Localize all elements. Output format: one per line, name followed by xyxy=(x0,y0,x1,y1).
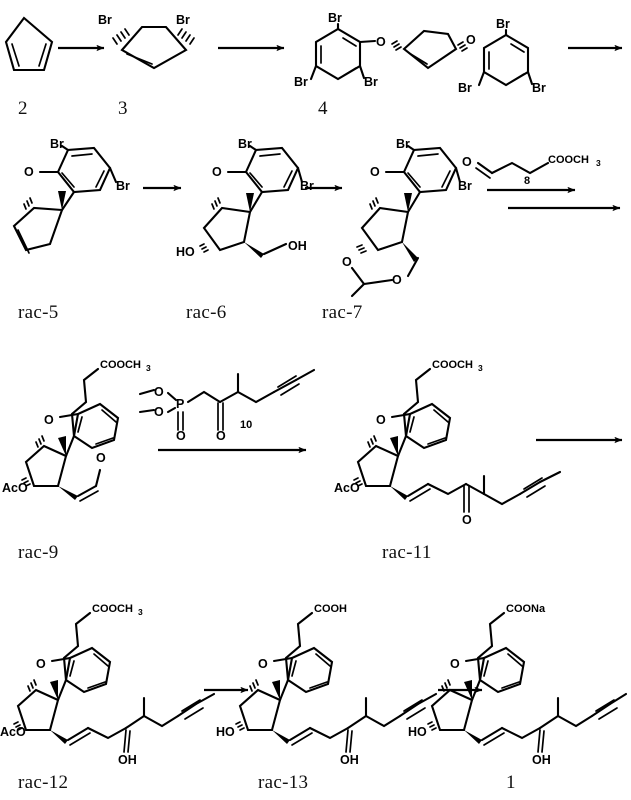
rac11-ester-label: COOCH xyxy=(432,359,473,371)
rac12-ester-sub: 3 xyxy=(138,607,143,617)
atom-ho-1: HO xyxy=(408,725,427,739)
compound-label-3: 3 xyxy=(118,98,128,119)
structure-rac-11: COOCH 3 O AcO O xyxy=(334,359,562,527)
atom-oh-13: OH xyxy=(340,753,359,767)
compound-label-rac-5: rac-5 xyxy=(18,302,59,323)
atom-br-5b: Br xyxy=(116,179,130,193)
rac9-ester-label: COOCH xyxy=(100,359,141,371)
atom-o-r10a: O xyxy=(154,385,164,399)
atom-br-6a: Br xyxy=(238,137,252,151)
structure-1: COONa O HO OH xyxy=(408,603,628,767)
atom-oh-12: OH xyxy=(118,753,137,767)
atom-o-r8: O xyxy=(462,155,472,169)
atom-o-13: O xyxy=(258,657,268,671)
structure-rac-13: COOH O HO OH xyxy=(216,603,438,767)
compound-label-1: 1 xyxy=(506,772,516,793)
atom-br-4e: Br xyxy=(458,81,472,95)
compound-label-rac-6: rac-6 xyxy=(186,302,227,323)
atom-o-5: O xyxy=(24,165,34,179)
reagent8-ester-sub: 3 xyxy=(596,158,601,168)
atom-o-7b: O xyxy=(342,255,352,269)
reagent-8-structure: O COOCH 3 xyxy=(462,154,601,179)
atom-br-5a: Br xyxy=(50,137,64,151)
atom-ho-6: HO xyxy=(176,245,195,259)
compound-label-rac-11: rac-11 xyxy=(382,542,432,563)
atom-o-9: O xyxy=(44,413,54,427)
rac9-ester-sub: 3 xyxy=(146,363,151,373)
reagent-10-number: 10 xyxy=(240,419,252,431)
structure-rac-12: COOCH 3 O AcO OH xyxy=(0,603,216,767)
reagent-8-number: 8 xyxy=(524,175,530,187)
atom-p-r10: P xyxy=(176,397,184,411)
atom-ho-13: HO xyxy=(216,725,235,739)
atom-o-1: O xyxy=(450,657,460,671)
atom-aco-9: AcO xyxy=(2,481,28,495)
atom-br-7a: Br xyxy=(396,137,410,151)
c1-acid-label: COONa xyxy=(506,603,546,615)
atom-o-9b: O xyxy=(96,451,106,465)
atom-aco-11: AcO xyxy=(334,481,360,495)
structure-rac-5: Br Br O xyxy=(12,137,130,254)
atom-o-6: O xyxy=(212,165,222,179)
structure-rac-6: Br Br O HO OH xyxy=(176,137,314,259)
atom-br-4a: Br xyxy=(328,11,342,25)
atom-o-r10b: O xyxy=(154,405,164,419)
reagent8-ester-label: COOCH xyxy=(548,154,589,166)
structure-rac-9: COOCH 3 O AcO O xyxy=(2,359,151,502)
atom-o-4b: O xyxy=(466,33,476,47)
atom-oh-1: OH xyxy=(532,753,551,767)
atom-o-7: O xyxy=(370,165,380,179)
atom-br-3a: Br xyxy=(98,13,112,27)
atom-o-4a: O xyxy=(376,35,386,49)
atom-br-4d: Br xyxy=(496,17,510,31)
structure-bis-aryloxy-cyclopentene: Br Br Br O O Br Br Br xyxy=(294,11,546,95)
atom-br-7b: Br xyxy=(458,179,472,193)
atom-o-11: O xyxy=(376,413,386,427)
atom-o-7c: O xyxy=(392,273,402,287)
rac11-ester-sub: 3 xyxy=(478,363,483,373)
compound-label-4: 4 xyxy=(318,98,328,119)
reagent-10-structure: O O P O O 10 xyxy=(138,368,316,443)
arrow-7-to-9-a: 8 xyxy=(487,175,576,194)
compound-label-rac-12: rac-12 xyxy=(18,772,69,793)
atom-o-12: O xyxy=(36,657,46,671)
compound-label-2: 2 xyxy=(18,98,28,119)
structure-dibromocyclopentene: Br Br xyxy=(98,13,195,70)
structure-rac-7: Br Br O O O xyxy=(342,137,472,298)
atom-br-4f: Br xyxy=(532,81,546,95)
atom-br-4b: Br xyxy=(294,75,308,89)
atom-oh-6: OH xyxy=(288,239,307,253)
atom-o-11b: O xyxy=(462,513,472,527)
atom-br-3b: Br xyxy=(176,13,190,27)
compound-label-rac-13: rac-13 xyxy=(258,772,309,793)
structure-cyclopentadiene xyxy=(4,16,54,72)
atom-br-6b: Br xyxy=(300,179,314,193)
atom-br-4c: Br xyxy=(364,75,378,89)
compound-label-rac-9: rac-9 xyxy=(18,542,59,563)
atom-o-r10c: O xyxy=(176,429,186,443)
atom-o-r10d: O xyxy=(216,429,226,443)
rac12-ester-label: COOCH xyxy=(92,603,133,615)
compound-label-rac-7: rac-7 xyxy=(322,302,363,323)
atom-aco-12: AcO xyxy=(0,725,26,739)
rac13-acid-label: COOH xyxy=(314,603,347,615)
